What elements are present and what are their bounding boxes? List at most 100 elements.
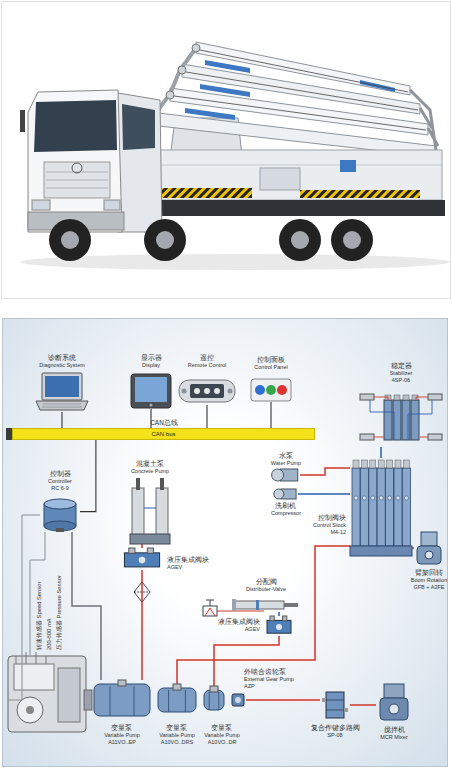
drawing-rect bbox=[232, 694, 244, 706]
drawing-circle bbox=[156, 231, 174, 249]
drawing-rect bbox=[421, 532, 437, 546]
signal-label: 转速传感器 Speed Sensor bbox=[36, 582, 43, 650]
drawing-rect bbox=[270, 616, 274, 621]
drawing-rect bbox=[14, 664, 54, 690]
component-icon bbox=[128, 478, 172, 544]
drawing-polygon bbox=[205, 60, 250, 73]
drawing-circle bbox=[396, 496, 400, 500]
component-name-zh: 控制阀块 bbox=[313, 514, 346, 522]
drawing-rect bbox=[387, 460, 393, 468]
component-name-zh: 变量泵 bbox=[204, 724, 240, 732]
component-node: 诊断系统Diagnostic System bbox=[34, 372, 90, 412]
drawing-path bbox=[374, 397, 428, 437]
component-node: 臂架回转Boom RotationGFB + A2FE bbox=[414, 530, 444, 566]
label-block: 控制面板Control Panel bbox=[254, 356, 287, 371]
drawing-rect bbox=[94, 684, 150, 716]
drawing-polygon bbox=[34, 100, 117, 152]
drawing-polygon bbox=[36, 401, 88, 410]
drawing-polygon bbox=[196, 42, 410, 95]
drawing-rect bbox=[384, 400, 392, 440]
drawing-circle bbox=[182, 389, 187, 394]
drawing-rect bbox=[173, 684, 181, 690]
component-node: 遥控Remote Control bbox=[178, 377, 236, 405]
pipe-line bbox=[72, 532, 101, 680]
component-name-en: Stabilizer bbox=[390, 370, 413, 377]
drawing-circle bbox=[144, 219, 186, 261]
drawing-path bbox=[169, 690, 186, 712]
engine-drawing bbox=[8, 652, 92, 732]
drawing-circle bbox=[388, 496, 392, 500]
label-block: 洗刷机Compressor bbox=[271, 502, 301, 517]
drawing-circle bbox=[354, 496, 358, 500]
drawing-ellipse bbox=[44, 521, 76, 531]
component-name-en: Control Stock bbox=[313, 522, 346, 529]
drawing-circle bbox=[150, 404, 153, 407]
drawing-rect bbox=[256, 600, 259, 610]
drawing-path bbox=[110, 686, 134, 716]
component-icon bbox=[360, 392, 442, 447]
component-node: 液压集成阀块AGEV bbox=[264, 616, 294, 636]
drawing-path bbox=[46, 172, 108, 188]
drawing-polygon bbox=[122, 104, 155, 150]
component-node: 混凝土泵Concrete Pump bbox=[128, 478, 172, 544]
drawing-rect bbox=[360, 434, 374, 440]
component-name-en: Water Pump bbox=[271, 460, 301, 467]
drawing-rect bbox=[267, 620, 291, 633]
drawing-path bbox=[206, 600, 214, 606]
drawing-rect bbox=[160, 478, 164, 490]
drawing-circle bbox=[291, 231, 309, 249]
pipe-line bbox=[278, 612, 280, 616]
drawing-circle bbox=[331, 219, 373, 261]
drawing-rect bbox=[44, 162, 110, 198]
component-name-en: Concrete Pump bbox=[131, 468, 169, 475]
component-name-en: Distributer-Valve bbox=[246, 586, 286, 593]
component-node: 控制面板Control Panel bbox=[250, 378, 292, 402]
label-block: 外啮合齿轮泵External Gear PumpAZP bbox=[244, 668, 294, 690]
drawing-rect bbox=[129, 548, 135, 553]
drawing-circle bbox=[277, 385, 287, 395]
drawing-path bbox=[174, 50, 426, 130]
drawing-rect bbox=[402, 468, 410, 546]
drawing-rect bbox=[395, 460, 401, 468]
component-node: 显示器Display bbox=[130, 373, 172, 409]
component-icon bbox=[34, 372, 90, 412]
drawing-path bbox=[217, 611, 264, 612]
component-node: 搅拌机MCR Mixer bbox=[376, 682, 412, 722]
component-icon bbox=[272, 468, 300, 482]
drawing-path bbox=[16, 652, 46, 664]
component-name-en: SP-08 bbox=[311, 732, 360, 739]
drawing-rect bbox=[56, 528, 64, 532]
component-name-en: Boom Rotation bbox=[411, 577, 447, 584]
label-block: 控制阀块Control StockM4-12 bbox=[313, 514, 346, 536]
drawing-path bbox=[42, 404, 82, 407]
drawing-circle bbox=[26, 706, 34, 714]
component-name-en: Control Panel bbox=[254, 364, 287, 371]
drawing-rect bbox=[300, 190, 420, 198]
drawing-rect bbox=[158, 688, 196, 712]
pipe-line bbox=[350, 704, 376, 706]
component-name-en: Compressor bbox=[271, 510, 301, 517]
drawing-rect bbox=[360, 468, 368, 546]
drawing-circle bbox=[72, 163, 82, 173]
component-icon bbox=[120, 548, 164, 570]
label-block: 遥控Remote Control bbox=[188, 354, 227, 369]
component-node: 变量泵Variable PumpA10VO..DR bbox=[202, 686, 226, 714]
drawing-circle bbox=[17, 697, 43, 723]
component-name-zh: 混凝土泵 bbox=[131, 460, 169, 468]
component-name-zh: 外啮合齿轮泵 bbox=[244, 668, 294, 676]
component-node: 复合作键多路阀SP-08 bbox=[320, 690, 350, 720]
component-name-en: Controller bbox=[48, 478, 72, 485]
component-name-zh: 液压集成阀块 bbox=[167, 556, 209, 564]
label-block: 显示器Display bbox=[141, 354, 162, 369]
component-icon bbox=[130, 373, 172, 409]
drawing-path bbox=[209, 692, 219, 710]
drawing-rect bbox=[326, 692, 344, 718]
label-block: 臂架回转Boom RotationGFB + A2FE bbox=[411, 569, 447, 591]
component-name-zh: 搅拌机 bbox=[380, 726, 408, 734]
drawing-rect bbox=[360, 394, 374, 400]
drawing-circle bbox=[371, 496, 375, 500]
drawing-path bbox=[370, 400, 432, 440]
drawing-rect bbox=[344, 708, 348, 712]
component-node: 变量泵Variable PumpA10VO..DRS bbox=[156, 684, 198, 716]
